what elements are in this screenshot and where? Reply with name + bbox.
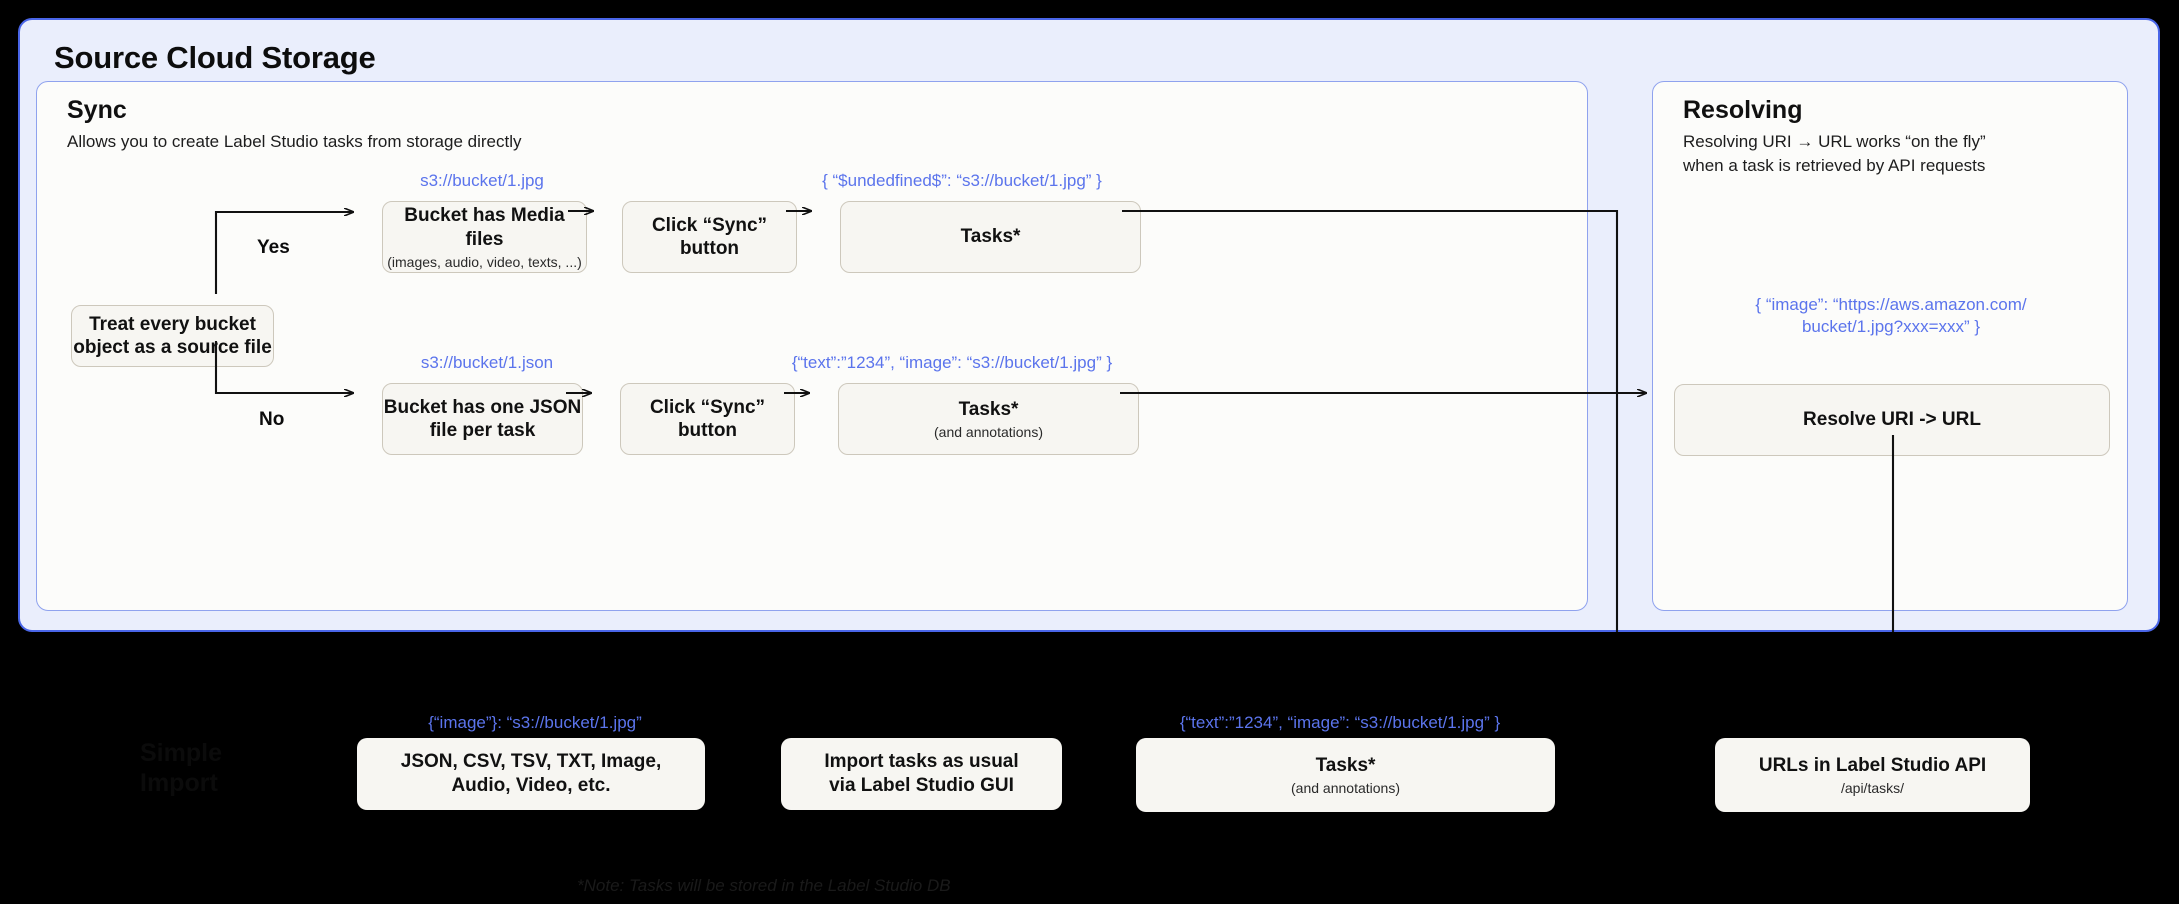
node-tasks-yes-label: Tasks* <box>960 226 1021 248</box>
branch-label-yes: Yes <box>257 237 290 258</box>
node-resolve-uri-label: Resolve URI -> URL <box>1803 409 1981 431</box>
sync-card: Sync Allows you to create Label Studio t… <box>36 81 1588 611</box>
node-file-formats[interactable]: JSON, CSV, TSV, TXT, Image, Audio, Video… <box>357 738 705 810</box>
resolving-card-title: Resolving <box>1683 96 1803 124</box>
node-bucket-has-json-per-task[interactable]: Bucket has one JSON file per task <box>382 383 583 455</box>
node-file-formats-label: JSON, CSV, TSV, TXT, Image, Audio, Video… <box>400 751 662 796</box>
ghost-label-simple-import: Simple Import <box>140 739 222 797</box>
node-bucket-media-title: Bucket has Media files <box>404 205 565 250</box>
branch-label-no: No <box>259 409 285 430</box>
node-bucket-json-label: Bucket has one JSON file per task <box>383 396 582 441</box>
source-cloud-storage-panel: Source Cloud Storage Sync Allows you to … <box>18 18 2160 632</box>
node-tasks-no-subtitle: (and annotations) <box>934 424 1043 441</box>
annotation-yes-task-json: { “$undedfined$”: “s3://bucket/1.jpg” } <box>822 171 1102 190</box>
node-tasks-yes[interactable]: Tasks* <box>840 201 1141 273</box>
node-tasks-no[interactable]: Tasks* (and annotations) <box>838 383 1139 455</box>
node-import-tasks-gui-label: Import tasks as usual via Label Studio G… <box>824 751 1019 796</box>
resolving-card-subtitle: Resolving URI → URL works “on the fly” w… <box>1683 132 1986 176</box>
annotation-yes-uri: s3://bucket/1.jpg <box>420 171 544 190</box>
node-click-sync-button-no[interactable]: Click “Sync” button <box>620 383 795 455</box>
node-urls-in-api[interactable]: URLs in Label Studio API /api/tasks/ <box>1715 738 2030 812</box>
resolving-card: Resolving Resolving URI → URL works “on … <box>1652 81 2128 611</box>
annotation-resolved-url: { “image”: “https://aws.amazon.com/ buck… <box>1755 295 2027 337</box>
node-resolve-uri-to-url[interactable]: Resolve URI -> URL <box>1674 384 2110 456</box>
node-import-tasks-gui[interactable]: Import tasks as usual via Label Studio G… <box>781 738 1062 810</box>
node-click-sync-yes-label: Click “Sync” button <box>651 214 768 259</box>
node-tasks-bottom[interactable]: Tasks* (and annotations) <box>1136 738 1555 812</box>
page-title: Source Cloud Storage <box>54 40 376 75</box>
footnote-tasks-storage: *Note: Tasks will be stored in the Label… <box>577 876 951 895</box>
annotation-simple-import-json: {“image”}: “s3://bucket/1.jpg” <box>428 713 642 732</box>
node-bucket-has-media-files[interactable]: Bucket has Media files (images, audio, v… <box>382 201 587 273</box>
node-tasks-no-label: Tasks* <box>958 398 1019 420</box>
decision-node-source-file[interactable]: Treat every bucket object as a source fi… <box>71 305 274 367</box>
node-tasks-bottom-label: Tasks* <box>1315 754 1376 776</box>
annotation-no-uri: s3://bucket/1.json <box>420 353 554 372</box>
decision-node-label: Treat every bucket object as a source fi… <box>73 313 272 358</box>
sync-card-title: Sync <box>67 96 127 124</box>
node-tasks-bottom-subtitle: (and annotations) <box>1291 780 1400 797</box>
annotation-no-task-json: {“text”:”1234”, “image”: “s3://bucket/1.… <box>791 353 1113 372</box>
annotation-bottom-task-json: {“text”:”1234”, “image”: “s3://bucket/1.… <box>1179 713 1501 732</box>
node-click-sync-no-label: Click “Sync” button <box>649 396 766 441</box>
node-urls-in-api-subtitle: /api/tasks/ <box>1840 780 1905 797</box>
node-click-sync-button-yes[interactable]: Click “Sync” button <box>622 201 797 273</box>
node-bucket-media-subtitle: (images, audio, video, texts, ...) <box>387 253 582 270</box>
node-urls-in-api-label: URLs in Label Studio API <box>1758 754 1987 776</box>
sync-card-subtitle: Allows you to create Label Studio tasks … <box>67 132 522 151</box>
